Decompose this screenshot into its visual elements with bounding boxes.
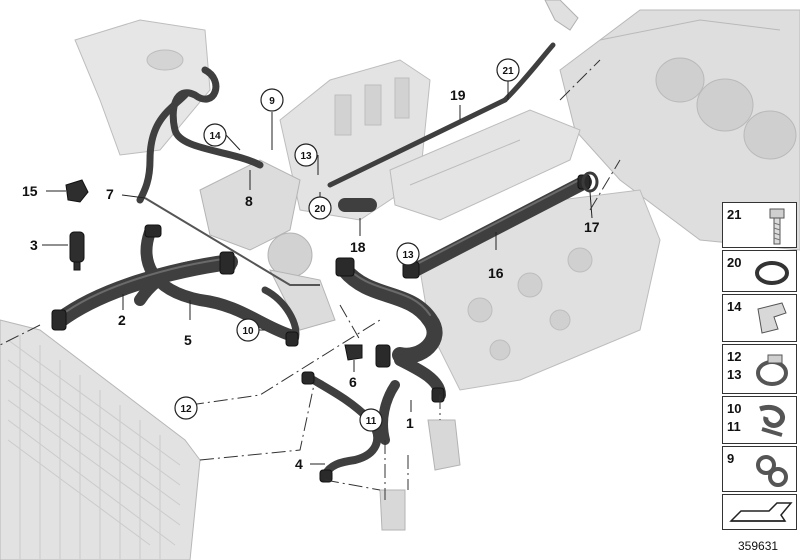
circled-13-upper: 13 bbox=[294, 143, 318, 167]
double-clip-icon bbox=[756, 455, 788, 487]
valve-cover bbox=[389, 109, 581, 221]
diagram-id: 359631 bbox=[738, 539, 779, 553]
svg-text:9: 9 bbox=[269, 96, 275, 107]
callout-6: 6 bbox=[349, 374, 357, 390]
callout-8: 8 bbox=[245, 193, 253, 209]
radiator bbox=[0, 319, 201, 560]
circled-9: 9 bbox=[260, 88, 284, 112]
svg-text:20: 20 bbox=[314, 204, 326, 215]
legend-item-9: 9 bbox=[722, 446, 797, 492]
callout-17: 17 bbox=[584, 219, 600, 235]
svg-text:13: 13 bbox=[300, 151, 312, 162]
leader-lines bbox=[42, 80, 593, 465]
circled-12: 12 bbox=[174, 396, 198, 420]
bolt-icon bbox=[769, 208, 785, 245]
outlet-housing bbox=[379, 419, 461, 531]
dash-dot-lines bbox=[0, 59, 621, 500]
hose-clamp-icon bbox=[756, 354, 788, 386]
part-6 bbox=[344, 344, 363, 361]
front-arrow-icon bbox=[729, 502, 793, 522]
circled-13-lower: 13 bbox=[396, 242, 420, 266]
legend-item-14: 14 bbox=[722, 294, 797, 342]
legend-item-20: 20 bbox=[722, 250, 797, 292]
clip-icon bbox=[757, 302, 787, 334]
legend-number: 11 bbox=[727, 419, 741, 434]
o-ring-icon bbox=[755, 261, 789, 285]
legend-number: 21 bbox=[727, 207, 742, 222]
holder-clip-icon bbox=[759, 405, 785, 437]
legend-number: 10 bbox=[727, 401, 742, 416]
cylinder-head bbox=[419, 189, 661, 391]
vent-pipe-7 bbox=[144, 197, 320, 286]
svg-text:12: 12 bbox=[180, 404, 192, 415]
legend-number: 9 bbox=[727, 451, 735, 466]
circled-callouts: 9 14 13 20 21 13 10 12 11 bbox=[174, 58, 520, 432]
svg-text:14: 14 bbox=[209, 131, 221, 142]
legend-item-12-13: 12 13 bbox=[722, 344, 797, 394]
legend-number: 12 bbox=[727, 349, 742, 364]
engine-block bbox=[559, 9, 800, 251]
svg-text:13: 13 bbox=[402, 250, 414, 261]
svg-text:11: 11 bbox=[366, 416, 377, 427]
sensor-3 bbox=[69, 231, 85, 271]
callout-2: 2 bbox=[118, 312, 126, 328]
legend-number: 13 bbox=[727, 367, 742, 382]
legend-item-10-11: 10 11 bbox=[722, 396, 797, 444]
circled-21: 21 bbox=[496, 58, 520, 82]
callout-19: 19 bbox=[450, 87, 466, 103]
circled-11: 11 bbox=[359, 408, 383, 432]
callout-4: 4 bbox=[295, 456, 303, 472]
svg-text:10: 10 bbox=[242, 326, 254, 337]
callout-3: 3 bbox=[30, 237, 38, 253]
callout-5: 5 bbox=[184, 332, 192, 348]
callout-numbers: 15 3 7 2 5 8 18 19 16 17 6 1 4 bbox=[22, 87, 600, 472]
hose-clamps bbox=[51, 174, 591, 483]
top-connector bbox=[544, 0, 579, 31]
callout-18: 18 bbox=[350, 239, 366, 255]
svg-text:21: 21 bbox=[502, 66, 514, 77]
legend-item-front bbox=[722, 494, 797, 530]
circled-14: 14 bbox=[203, 123, 227, 147]
parts-legend: 21 20 14 12 13 10 11 9 bbox=[722, 202, 797, 530]
legend-number: 20 bbox=[727, 255, 742, 270]
expansion-tank bbox=[74, 19, 211, 156]
callout-1: 1 bbox=[406, 415, 414, 431]
callout-16: 16 bbox=[488, 265, 504, 281]
legend-number: 14 bbox=[727, 299, 742, 314]
legend-item-21: 21 bbox=[722, 202, 797, 248]
callout-15: 15 bbox=[22, 183, 38, 199]
circled-10: 10 bbox=[236, 318, 260, 342]
o-ring-17 bbox=[581, 171, 599, 193]
callout-7: 7 bbox=[106, 186, 114, 202]
sensor-15 bbox=[65, 179, 89, 203]
circled-20: 20 bbox=[308, 196, 332, 220]
